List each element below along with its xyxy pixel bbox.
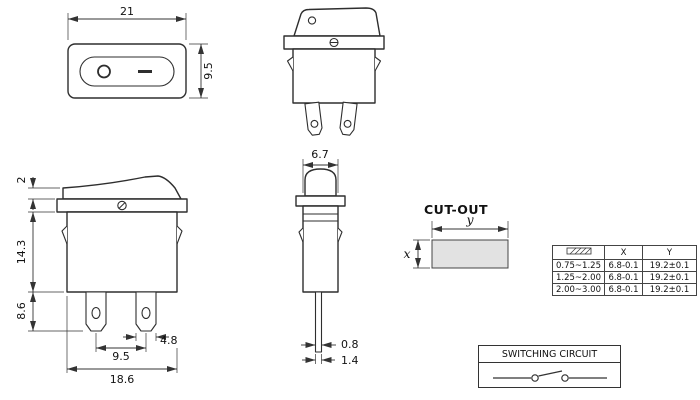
x-value: 6.8-0.1 bbox=[604, 259, 643, 272]
cutout-title: CUT-OUT bbox=[424, 202, 488, 217]
flange-profile bbox=[295, 195, 346, 207]
rocker-dome-profile bbox=[304, 168, 337, 197]
thickness-range: 2.00~3.00 bbox=[552, 283, 605, 296]
table-row: 1.25~2.00 6.8-0.1 19.2±0.1 bbox=[552, 271, 697, 284]
rocker-dot-icon bbox=[307, 16, 317, 25]
clip-profile-left bbox=[298, 227, 304, 243]
housing-profile bbox=[302, 205, 339, 293]
x-value: 6.8-0.1 bbox=[604, 271, 643, 284]
clip-side-left bbox=[61, 225, 68, 245]
x-value: 6.8-0.1 bbox=[604, 283, 643, 296]
table-row: 2.00~3.00 6.8-0.1 19.2±0.1 bbox=[552, 283, 697, 296]
y-value: 19.2±0.1 bbox=[642, 283, 697, 296]
cutout-rectangle bbox=[431, 239, 509, 269]
dim-top-height-label: 9.5 bbox=[202, 62, 215, 80]
y-value: 19.2±0.1 bbox=[642, 271, 697, 284]
mounting-clip-right bbox=[374, 56, 382, 72]
front-view bbox=[283, 7, 385, 136]
mounting-clip-left bbox=[286, 56, 294, 72]
spst-switch-symbol-icon bbox=[492, 370, 607, 382]
table-row: 0.75~1.25 6.8-0.1 19.2±0.1 bbox=[552, 259, 697, 272]
terminal-profile bbox=[314, 291, 323, 353]
dim-terminal-width-label: 4.8 bbox=[160, 334, 178, 347]
table-header-row: X Y bbox=[552, 245, 697, 260]
switch-housing bbox=[292, 48, 376, 104]
rocker-face bbox=[79, 56, 175, 87]
dim-terminal-pitch-label: 9.5 bbox=[112, 350, 130, 363]
col-y-header: Y bbox=[642, 245, 697, 260]
rocker-actuator bbox=[293, 7, 381, 37]
dim-terminal-thickness-label: 0.8 bbox=[341, 338, 359, 351]
profile-view: 6.7 0.8 1.4 bbox=[295, 148, 359, 367]
rocker-profile bbox=[62, 175, 182, 200]
housing-side bbox=[66, 211, 178, 293]
dim-top-width-label: 21 bbox=[120, 5, 134, 18]
dim-body-width-label: 18.6 bbox=[110, 373, 135, 386]
clip-side-right bbox=[176, 225, 183, 245]
dim-terminal-length-label: 8.6 bbox=[15, 302, 28, 320]
side-view: 2 14.3 8.6 9.5 4.8 18.6 bbox=[15, 175, 188, 386]
panel-thickness-hatch-icon bbox=[566, 247, 591, 255]
cutout-spec-table: X Y 0.75~1.25 6.8-0.1 19.2±0.1 1.25~2.00… bbox=[552, 245, 697, 296]
col-x-header: X bbox=[604, 245, 643, 260]
terminal-right bbox=[339, 101, 358, 136]
panel-thickness-header bbox=[552, 245, 605, 260]
dim-rocker-height-label: 2 bbox=[15, 177, 28, 184]
clip-profile-right bbox=[337, 227, 343, 243]
y-value: 19.2±0.1 bbox=[642, 259, 697, 272]
switching-circuit-title: SWITCHING CIRCUIT bbox=[479, 346, 620, 363]
cutout-view: CUT-OUT y x bbox=[403, 202, 509, 269]
dim-body-height-label: 14.3 bbox=[15, 240, 28, 265]
cutout-x-label: x bbox=[403, 246, 410, 261]
thickness-range: 0.75~1.25 bbox=[552, 259, 605, 272]
terminal-left bbox=[304, 101, 323, 136]
dim-terminal-tip-label: 1.4 bbox=[341, 354, 359, 367]
top-view: 21 9.5 bbox=[67, 5, 215, 99]
off-symbol-icon bbox=[97, 64, 111, 79]
switching-circuit-box: SWITCHING CIRCUIT bbox=[478, 345, 621, 388]
cutout-y-label: y bbox=[465, 212, 474, 227]
thickness-range: 1.25~2.00 bbox=[552, 271, 605, 284]
dim-depth-label: 6.7 bbox=[311, 148, 329, 161]
